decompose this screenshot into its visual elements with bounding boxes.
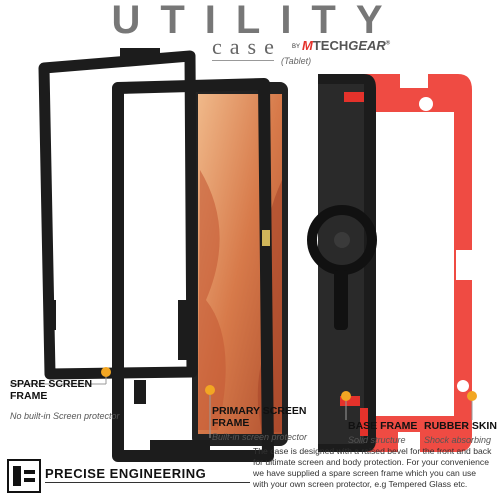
rubber-skin <box>352 74 472 452</box>
callout-base-frame-desc: Solid structure <box>348 435 406 445</box>
callout-base-frame: BASE FRAME Solid structure <box>348 420 428 445</box>
callout-spare-frame: SPARE SCREEN FRAME No built-in Screen pr… <box>10 378 170 421</box>
callout-spare-frame-title1: SPARE SCREEN <box>10 378 93 390</box>
brand-subtitle: case <box>212 34 282 59</box>
callout-spare-frame-desc: No built-in Screen protector <box>10 411 120 421</box>
spare-screen-frame <box>38 48 198 380</box>
brand-title: UTILITY <box>111 0 403 42</box>
callout-primary-frame-title2: FRAME <box>212 417 250 429</box>
brand-logo-gear: GEAR <box>348 38 386 53</box>
engineering-underline <box>45 482 250 483</box>
brand-logo-tech: TECH <box>312 38 349 53</box>
callout-rubber-skin: RUBBER SKIN Shock absorbing <box>424 420 500 445</box>
primary-screen-frame <box>112 78 274 462</box>
brand-logo-m: M <box>302 38 313 53</box>
brand-logo-reg: ® <box>385 40 391 47</box>
engineering-title: PRECISE ENGINEERING <box>45 466 207 481</box>
callout-primary-frame: PRIMARY SCREEN FRAME Built-in screen pro… <box>212 405 332 442</box>
callout-rubber-skin-title: RUBBER SKIN <box>424 420 497 432</box>
callout-base-frame-title: BASE FRAME <box>348 420 418 432</box>
header-divider <box>212 60 274 61</box>
base-frame <box>307 74 377 452</box>
engineering-icon <box>7 459 41 493</box>
callout-rubber-skin-desc: Shock absorbing <box>424 435 492 445</box>
callout-primary-frame-title1: PRIMARY SCREEN <box>212 405 307 417</box>
callout-spare-frame-title2: FRAME <box>10 390 48 402</box>
brand-logo: MTECHGEAR® <box>302 38 390 53</box>
device-note: (Tablet) <box>281 56 312 66</box>
brand-by: BY <box>292 44 301 50</box>
engineering-description: The case is designed with a raised bevel… <box>253 446 492 489</box>
callout-primary-frame-desc: Built-in screen protector <box>212 432 308 442</box>
callout-markers <box>10 367 477 438</box>
